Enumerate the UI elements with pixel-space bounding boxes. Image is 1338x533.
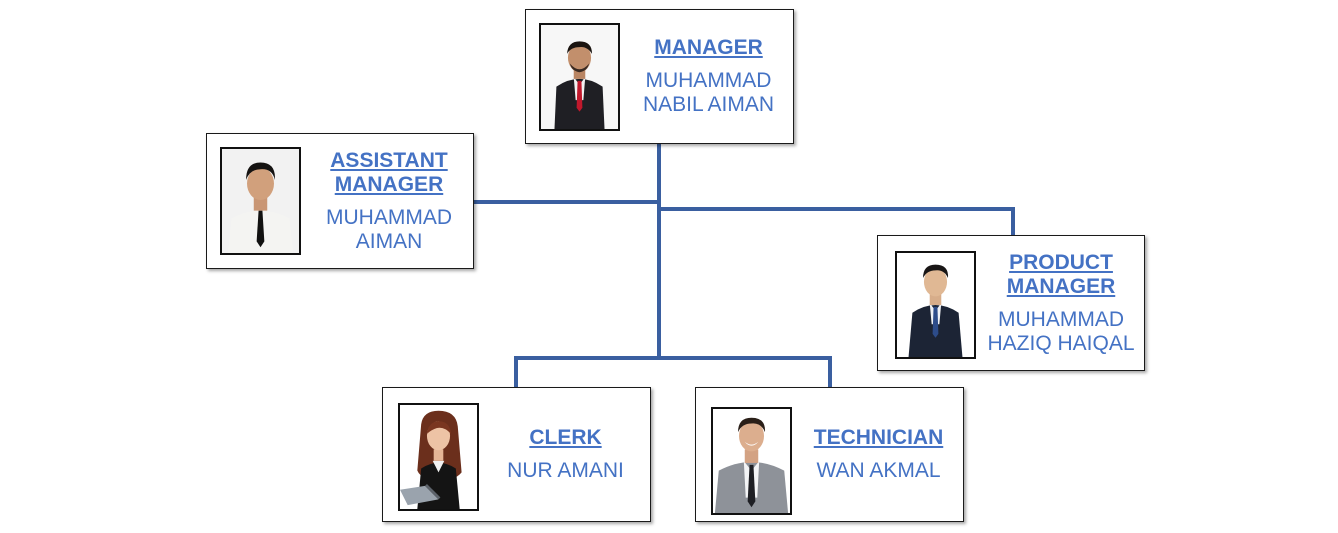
text-clerk: CLERK NUR AMANI xyxy=(481,388,650,521)
role-clerk: CLERK xyxy=(529,426,601,450)
name-manager: MUHAMMAD NABIL AIMAN xyxy=(643,69,774,117)
role-manager: MANAGER xyxy=(654,36,763,60)
node-product-manager: PRODUCT MANAGER MUHAMMAD HAZIQ HAIQAL xyxy=(877,235,1145,371)
node-manager: MANAGER MUHAMMAD NABIL AIMAN xyxy=(525,9,794,144)
text-product-manager: PRODUCT MANAGER MUHAMMAD HAZIQ HAIQAL xyxy=(978,236,1144,370)
name-line: HAZIQ HAIQAL xyxy=(987,331,1135,355)
name-assistant-manager: MUHAMMAD AIMAN xyxy=(326,206,452,254)
role-line: MANAGER xyxy=(334,172,444,196)
name-clerk: NUR AMANI xyxy=(507,459,624,483)
man-navy-suit-photo xyxy=(897,253,974,357)
name-line: MUHAMMAD xyxy=(326,205,452,229)
role-line: TECHNICIAN xyxy=(813,426,944,449)
name-line: AIMAN xyxy=(355,229,423,253)
woman-at-laptop-photo xyxy=(400,405,477,509)
role-line: MANAGER xyxy=(1006,274,1116,298)
name-line: MUHAMMAD xyxy=(645,69,772,92)
text-manager: MANAGER MUHAMMAD NABIL AIMAN xyxy=(624,10,793,143)
role-line: ASSISTANT xyxy=(330,148,448,172)
node-clerk: CLERK NUR AMANI xyxy=(382,387,651,522)
name-line: WAN AKMAL xyxy=(816,459,941,482)
young-man-white-shirt-tie-photo xyxy=(222,149,299,253)
name-product-manager: MUHAMMAD HAZIQ HAIQAL xyxy=(987,308,1134,356)
photo-manager xyxy=(539,23,620,131)
node-assistant-manager: ASSISTANT MANAGER MUHAMMAD AIMAN xyxy=(206,133,474,269)
role-line: MANAGER xyxy=(654,36,763,59)
role-assistant-manager: ASSISTANT MANAGER xyxy=(330,149,447,197)
man-dark-suit-red-tie-photo xyxy=(541,25,618,129)
photo-assistant-manager xyxy=(220,147,301,255)
name-line: MUHAMMAD xyxy=(998,307,1124,331)
man-grey-suit-photo xyxy=(713,409,790,513)
role-line: CLERK xyxy=(529,426,602,449)
text-technician: TECHNICIAN WAN AKMAL xyxy=(794,388,963,521)
name-technician: WAN AKMAL xyxy=(816,459,940,483)
photo-product-manager xyxy=(895,251,976,359)
name-line: NABIL AIMAN xyxy=(642,93,775,116)
node-technician: TECHNICIAN WAN AKMAL xyxy=(695,387,964,522)
photo-clerk xyxy=(398,403,479,511)
role-product-manager: PRODUCT MANAGER xyxy=(1007,251,1116,299)
name-line: NUR AMANI xyxy=(507,459,624,482)
text-assistant-manager: ASSISTANT MANAGER MUHAMMAD AIMAN xyxy=(305,134,473,268)
role-line: PRODUCT xyxy=(1009,250,1113,274)
role-technician: TECHNICIAN xyxy=(814,426,944,450)
photo-technician xyxy=(711,407,792,515)
